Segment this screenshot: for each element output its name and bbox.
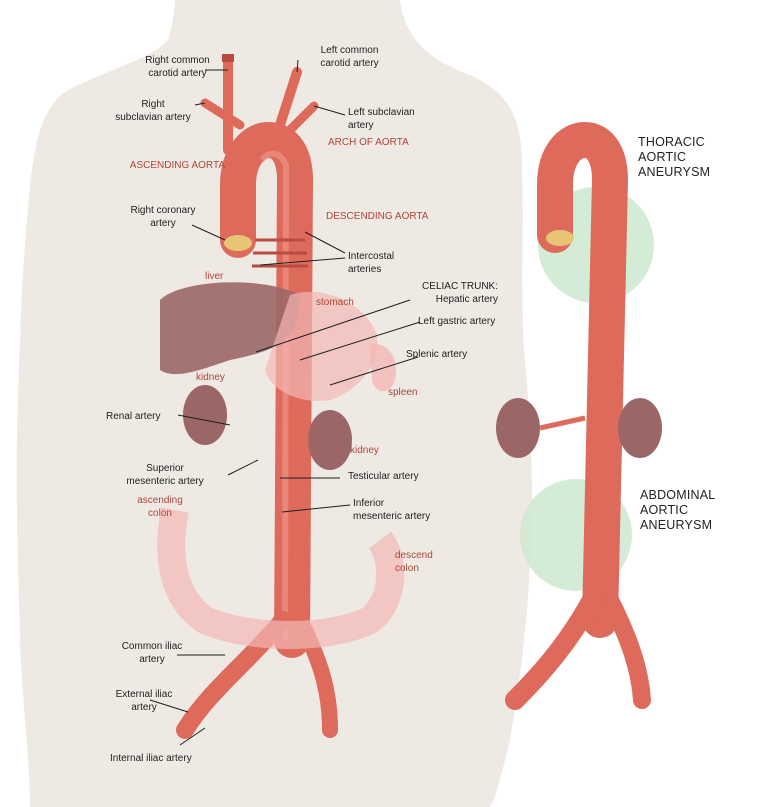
label-arch-of-aorta: ARCH OF AORTA [328,137,409,148]
label-kidney-right: kidney [350,445,379,456]
large-intestine [157,507,405,649]
label-liver: liver [205,271,224,282]
leader-lines [149,59,421,746]
label-right-common-carotid: Right common carotid artery [145,55,210,79]
label-external-iliac: External iliac artery [115,689,173,713]
label-stomach: stomach [316,297,354,308]
body-silhouette [16,0,533,807]
label-spleen: spleen [388,387,418,398]
label-right-subclavian: Right subclavian artery [115,99,191,123]
label-kidney-left: kidney [196,372,225,383]
label-left-subclavian: Left subclavian artery [348,107,415,131]
label-descend-colon: descend colon [395,550,433,574]
label-intercostal: Intercostal arteries [348,251,395,275]
label-superior-mesenteric: Superior mesenteric artery [126,463,204,487]
label-descending-aorta: DESCENDING AORTA [326,211,429,222]
kidney-right [308,410,352,470]
label-right-coronary: Right coronary artery [130,205,196,229]
label-celiac-trunk: CELIAC TRUNK: Hepatic artery [422,281,498,305]
label-left-gastric: Left gastric artery [418,316,496,327]
label-common-iliac: Common iliac artery [121,641,183,665]
label-inferior-mesenteric: Inferior mesenteric artery [353,498,431,522]
label-renal: Renal artery [106,411,161,422]
stomach [265,291,378,401]
label-ascending-aorta: ASCENDING AORTA [129,160,225,171]
label-abdominal-aneurysm: ABDOMINAL AORTIC ANEURYSM [640,488,716,532]
label-ascending-colon: ascending colon [137,495,183,519]
label-left-common-carotid: Left common carotid artery [320,45,379,69]
label-testicular: Testicular artery [348,471,419,482]
label-splenic: Splenic artery [406,349,468,360]
aneurysm-figure [496,121,662,710]
kidney-left [183,385,227,445]
label-internal-iliac: Internal iliac artery [110,753,192,764]
liver [160,282,300,375]
label-thoracic-aneurysm: THORACIC AORTIC ANEURYSM [638,135,711,179]
